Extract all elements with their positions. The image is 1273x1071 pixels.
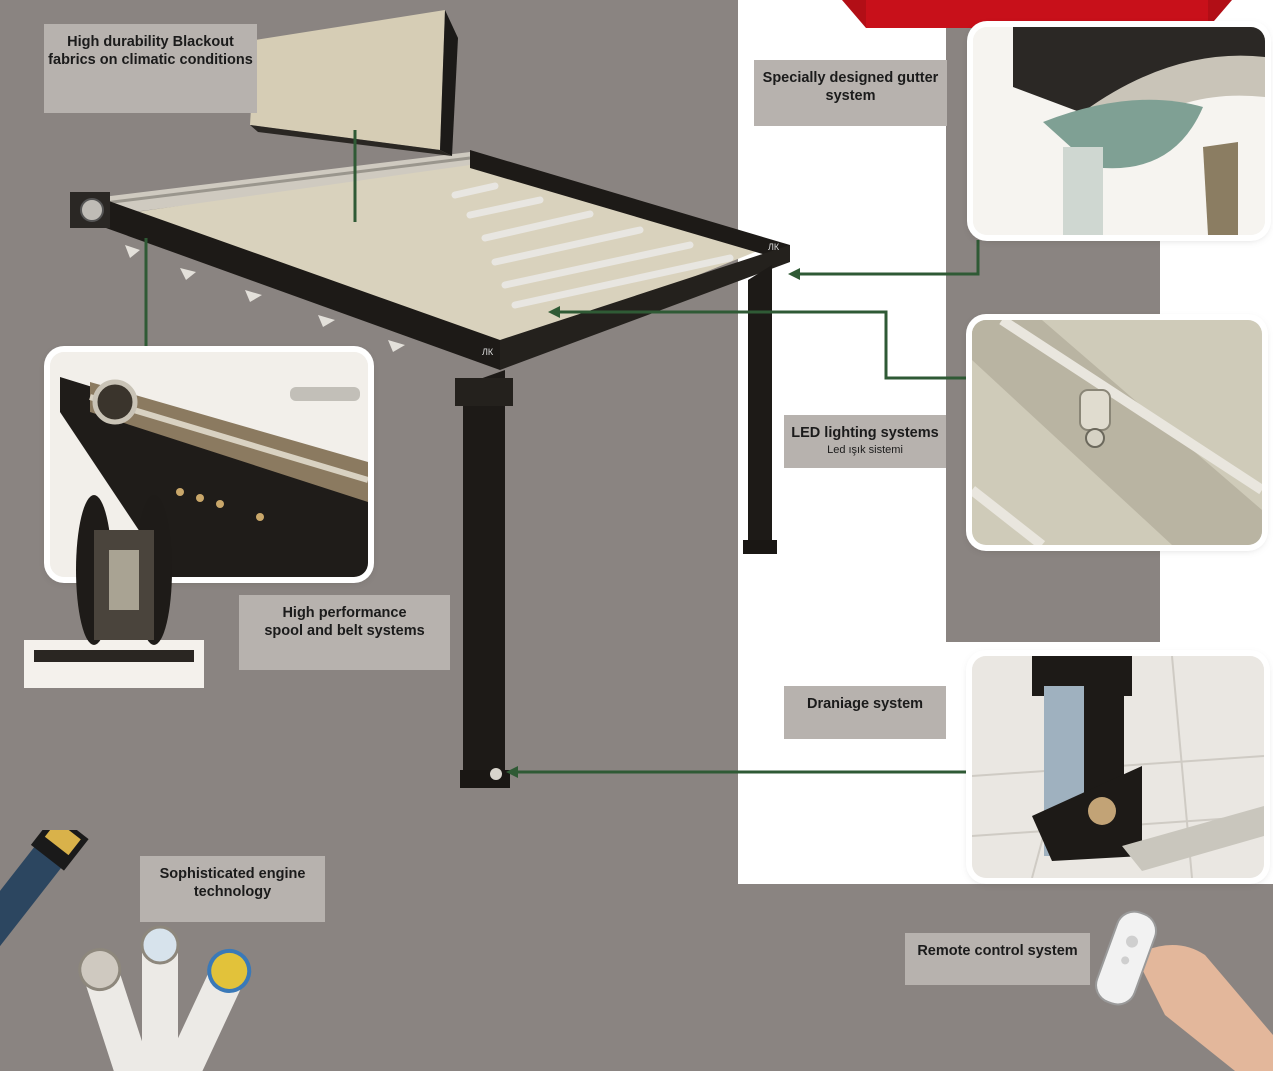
remote-control-label-title: Remote control system [917,943,1078,959]
remote-control-illustration [1095,910,1273,1071]
engine-technology-label: Sophisticated engine technology [140,856,325,922]
frame-logo-front: ЛК [482,347,494,357]
blackout-fabric-label-line2: fabrics on climatic conditions [48,52,253,68]
blackout-fabric-sheet [250,10,458,156]
led-lighting-label-subtitle: Led ışık sistemi [827,444,903,456]
spool-wheel-illustration [24,495,204,688]
pergola-front-post [463,370,505,782]
pergola-right-frame [470,150,790,262]
drainage-system-label-title: Draniage system [806,696,924,712]
drainage-system-label: Draniage system [784,686,946,739]
gutter-system-photo [973,27,1265,235]
led-lighting-label-title: LED lighting systems [791,425,939,441]
frame-logo-side: ЛК [768,242,780,252]
spool-belt-label-line2: spool and belt systems [264,623,425,639]
pergola-rods [451,182,734,309]
pergola-back-rail [78,152,478,218]
pergola-front-beam [106,200,500,370]
blackout-fabric-label-line1: High durability Blackout [67,34,234,50]
gutter-system-label: Specially designed gutter system [754,60,947,126]
gutter-system-label-line2: system [825,88,876,104]
pergola-fabric [115,165,760,355]
spool-belt-label-line1: High performance [282,605,407,621]
red-header-tab [842,0,1232,28]
gutter-system-label-line1: Specially designed gutter [762,70,939,86]
front-beam-brackets [125,245,405,352]
engine-technology-label-line2: technology [193,884,272,900]
spool-belt-label: High performance spool and belt systems [239,595,450,670]
remote-control-label: Remote control system [905,933,1090,985]
drainage-system-photo [972,656,1264,878]
motor-tubes-illustration [0,830,252,1071]
pergola-back-post [748,265,772,552]
led-lighting-label: LED lighting systems Led ışık sistemi [784,415,946,468]
engine-technology-label-line1: Sophisticated engine [159,866,306,882]
blackout-fabric-label: High durability Blackout fabrics on clim… [44,24,257,113]
spool-belt-detail-photo [50,352,368,577]
led-lighting-photo [972,320,1262,545]
pergola-side-beam [500,245,790,370]
